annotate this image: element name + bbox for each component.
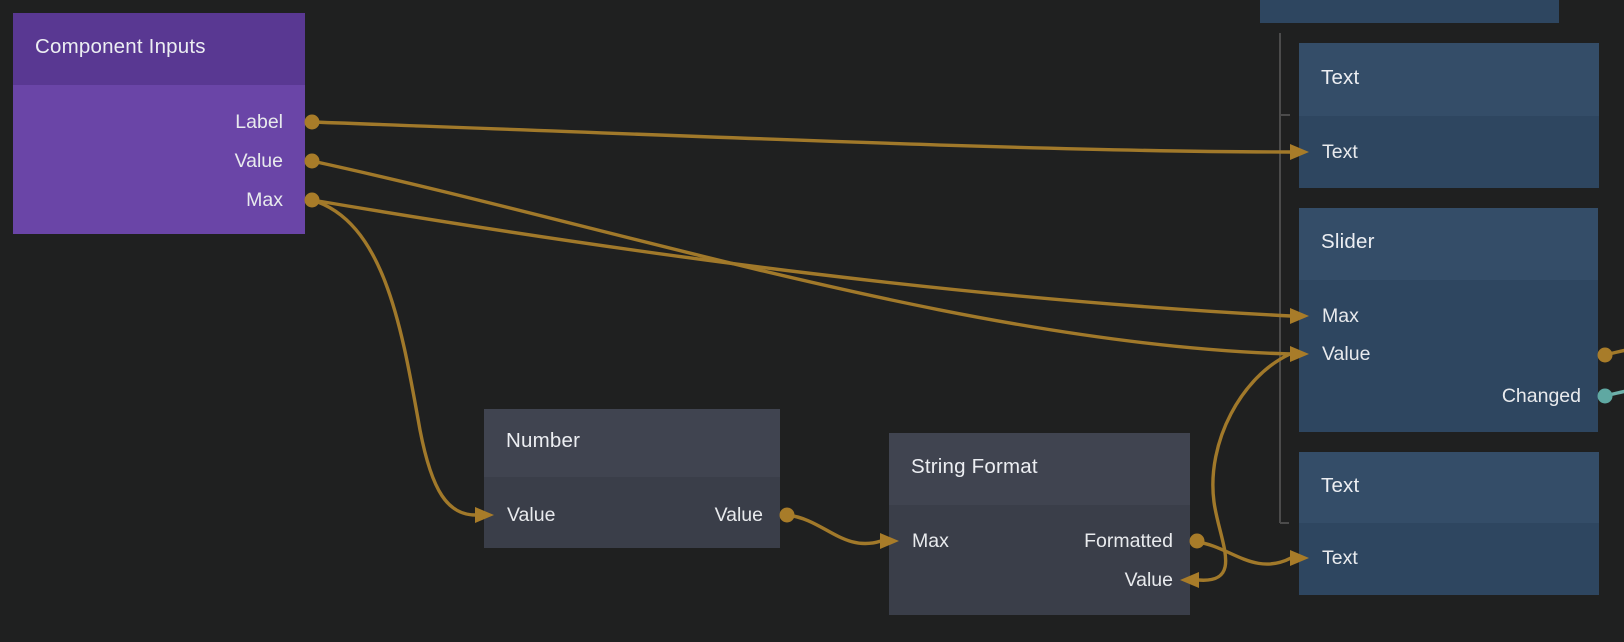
node-header[interactable]: Number [484,409,780,477]
node-header[interactable]: String Format [889,433,1190,505]
node-header[interactable]: Text [1299,43,1599,116]
port-output-value[interactable]: Value [714,504,763,526]
output-port-dot-formatted[interactable] [1189,533,1205,549]
port-input-value[interactable]: Value [507,504,556,526]
output-port-dot-label[interactable] [304,114,320,130]
node-title: String Format [911,455,1038,478]
output-port-dot-max[interactable] [304,192,320,208]
node-header[interactable]: Text [1299,452,1599,523]
port-output-max[interactable]: Max [246,189,283,211]
port-output-label[interactable]: Label [235,111,283,133]
cable-max-to-slider-max[interactable] [310,198,1293,318]
route-cable[interactable] [1279,33,1290,524]
cable-value-to-slider-value[interactable] [310,159,1293,356]
port-input-max[interactable]: Max [912,530,949,552]
port-input-value[interactable]: Value [1322,343,1371,365]
output-port-dot-changed[interactable] [1597,388,1613,404]
cable-slider-changed-offscreen[interactable] [1603,389,1624,398]
port-output-value[interactable]: Value [234,150,283,172]
node-offscreen-node-bottom-edge[interactable] [1260,0,1559,23]
output-port-dot-value[interactable] [304,153,320,169]
port-output-formatted[interactable]: Formatted [1084,530,1173,552]
port-input-text[interactable]: Text [1322,141,1358,163]
node-title: Text [1321,66,1360,89]
cable-slidervalue-branch-to-stringformat-value[interactable] [1196,352,1292,582]
node-title: Component Inputs [35,35,206,58]
port-input-text[interactable]: Text [1322,547,1358,569]
node-header[interactable]: Slider [1299,208,1598,280]
node-title: Number [506,429,581,452]
cable-max-to-number-value[interactable] [310,198,478,517]
node-header[interactable]: Component Inputs [13,13,305,85]
cable-formatted-to-text[interactable] [1195,540,1293,566]
node-title: Slider [1321,230,1375,253]
port-output-changed[interactable]: Changed [1501,385,1581,407]
cable-number-to-stringformat-max[interactable] [785,513,883,546]
port-input-value[interactable]: Value [1124,569,1173,591]
output-port-dot-slider[interactable] [1597,347,1613,363]
cable-slider-value-out-offscreen[interactable] [1603,348,1624,357]
port-input-max[interactable]: Max [1322,305,1359,327]
node-title: Text [1321,474,1360,497]
output-port-dot-value[interactable] [779,507,795,523]
cable-label-to-text[interactable] [310,120,1293,154]
